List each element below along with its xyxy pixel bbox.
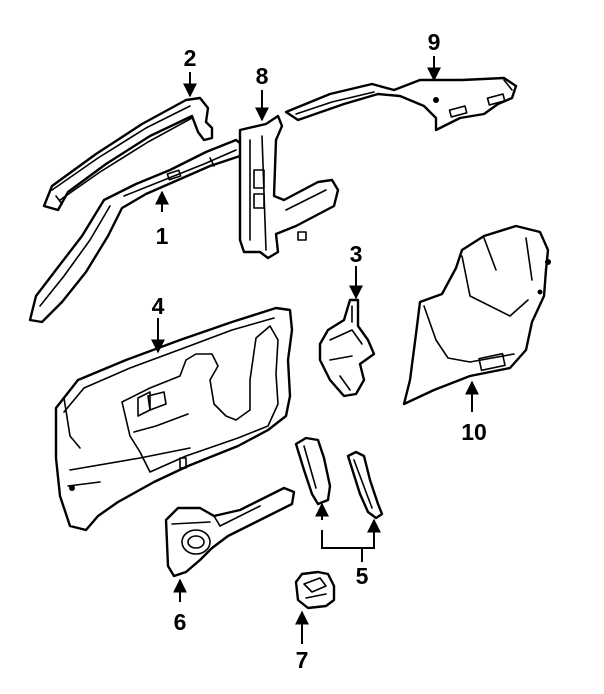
callout-9: 9 xyxy=(428,29,441,55)
callout-numbers: 1 2 3 4 5 6 7 8 9 10 xyxy=(152,29,487,673)
callout-10: 10 xyxy=(461,419,487,445)
callout-3: 3 xyxy=(350,241,363,267)
callout-4: 4 xyxy=(152,293,165,319)
callout-6: 6 xyxy=(174,609,187,635)
part-6-door-lower-trim xyxy=(164,486,296,578)
part-9-quarter-upper-trim xyxy=(284,76,518,132)
part-8-lock-pillar-trim xyxy=(238,114,340,260)
part-5-trim-moldings xyxy=(294,436,384,520)
callout-8: 8 xyxy=(256,63,269,89)
part-10-quarter-lower-trim xyxy=(402,224,551,406)
leader-lines xyxy=(151,56,479,644)
part-1-pillar-trim xyxy=(28,138,246,324)
callout-7: 7 xyxy=(296,647,309,673)
part-3-bracket xyxy=(318,298,376,398)
callout-1: 1 xyxy=(156,223,169,249)
callout-5: 5 xyxy=(356,563,369,589)
part-4-door-trim-panel xyxy=(54,306,294,532)
callout-2: 2 xyxy=(184,45,197,71)
part-7-handle-bezel xyxy=(294,570,336,610)
part-2-roof-rail-trim xyxy=(42,96,214,212)
